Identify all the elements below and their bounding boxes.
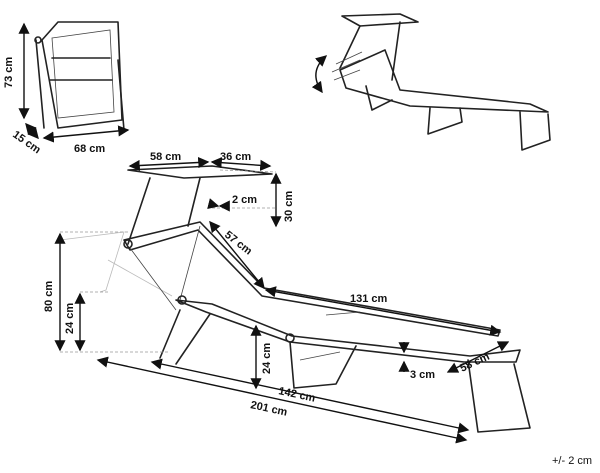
folded-depth-label: 15 cm — [10, 129, 43, 157]
overall-height-label: 80 cm — [43, 281, 55, 312]
width-label: 58 cm — [458, 351, 492, 375]
folded-depth-dimension — [25, 122, 39, 140]
canopy-width-dimension — [210, 157, 272, 171]
backrest-low-height-label: 24 cm — [64, 303, 76, 334]
reclining-lounger-drawing — [331, 13, 551, 151]
frame-length-label: 142 cm — [277, 385, 316, 405]
canopy-height-label: 30 cm — [283, 191, 295, 222]
tube-label: 2 cm — [232, 194, 257, 206]
total-length-dimension — [96, 356, 468, 444]
folded-lounger-drawing — [34, 21, 125, 131]
canopy-width-label: 36 cm — [220, 151, 251, 163]
folded-height-label: 73 cm — [3, 57, 15, 88]
tube-dimension — [207, 198, 220, 210]
total-length-label: 201 cm — [249, 399, 288, 419]
bed-length-dimension — [264, 286, 502, 336]
folded-width-label: 68 cm — [74, 143, 105, 155]
canopy-arm-dimension — [209, 220, 265, 290]
recline-arrow-icon — [311, 55, 328, 94]
tolerance-note: +/- 2 cm — [552, 455, 592, 467]
folded-width-dimension — [42, 125, 130, 143]
thickness-label: 3 cm — [410, 369, 435, 381]
seat-height-label: 24 cm — [261, 343, 273, 374]
canopy-depth-dimension — [128, 156, 210, 172]
bed-length-label: 131 cm — [350, 293, 388, 305]
canopy-depth-label: 58 cm — [150, 151, 181, 163]
